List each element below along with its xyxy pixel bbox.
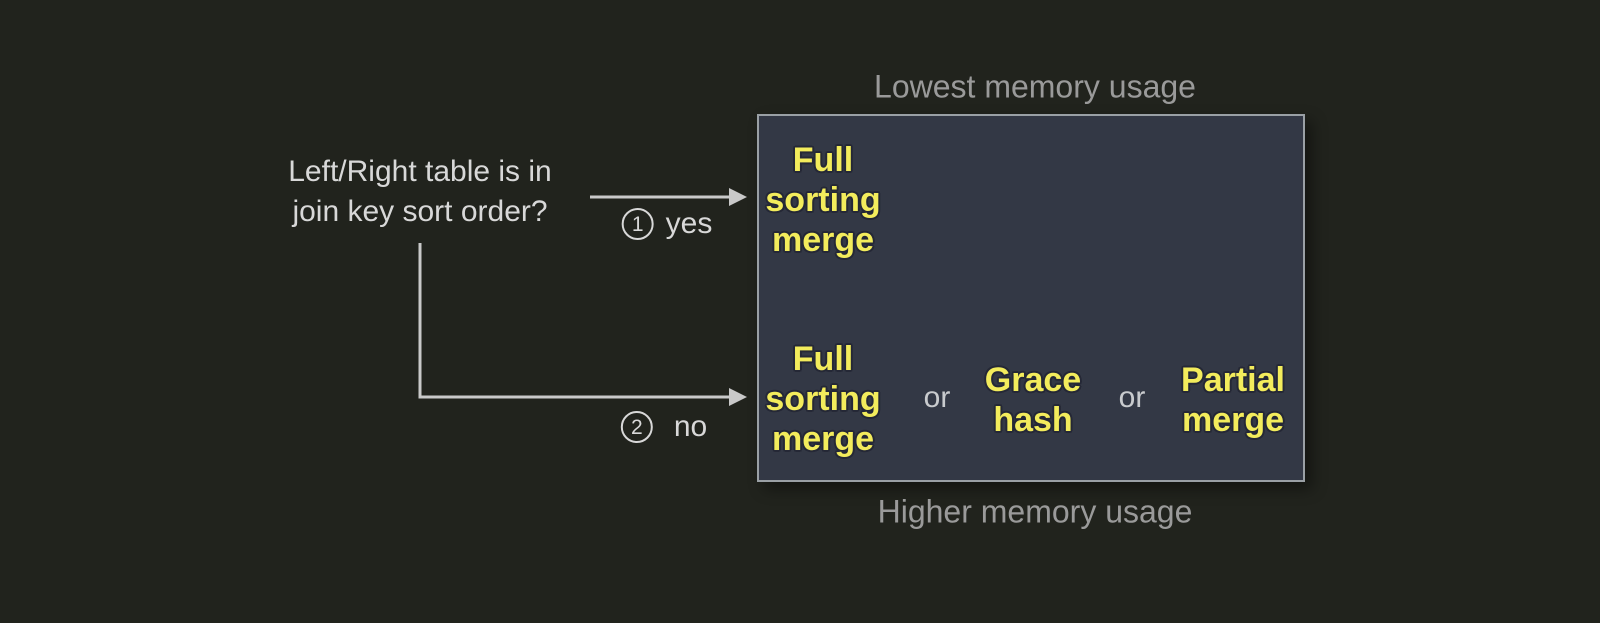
algo-line: merge [1181, 401, 1285, 439]
algo-full-sorting-merge-unsorted: Full sorting merge [765, 339, 880, 459]
or-separator-1: or [923, 381, 951, 414]
branch-no-text: no [673, 410, 708, 443]
circled-1-icon: 1 [621, 208, 654, 240]
algo-line: hash [993, 401, 1073, 439]
algorithms-box [757, 114, 1305, 482]
branch-yes-label: 1 yes [621, 207, 713, 241]
lowest-memory-caption: Lowest memory usage [874, 68, 1196, 105]
question-line-2: join key sort order? [292, 195, 548, 228]
or-separator-2: or [1118, 381, 1146, 414]
algo-line: sorting [765, 380, 881, 418]
branch-yes-text: yes [665, 207, 713, 240]
algo-line: merge [771, 221, 875, 259]
algo-partial-merge: Partial merge [1181, 360, 1285, 440]
higher-memory-caption: Higher memory usage [877, 493, 1193, 530]
algo-line: Grace [984, 361, 1082, 399]
algo-line: Full [792, 340, 854, 378]
no-arrow-line [418, 243, 747, 406]
algo-line: sorting [765, 181, 881, 219]
question-text: Left/Right table is in join key sort ord… [235, 152, 605, 232]
question-line-1: Left/Right table is in [288, 155, 552, 188]
circled-2-icon: 2 [620, 411, 653, 443]
algo-line: Full [792, 141, 854, 179]
algo-full-sorting-merge-sorted: Full sorting merge [765, 140, 880, 260]
branch-no-label: 2 no [620, 410, 708, 444]
algo-grace-hash: Grace hash [985, 360, 1081, 440]
algo-line: Partial [1181, 361, 1285, 399]
algo-line: merge [771, 420, 875, 458]
